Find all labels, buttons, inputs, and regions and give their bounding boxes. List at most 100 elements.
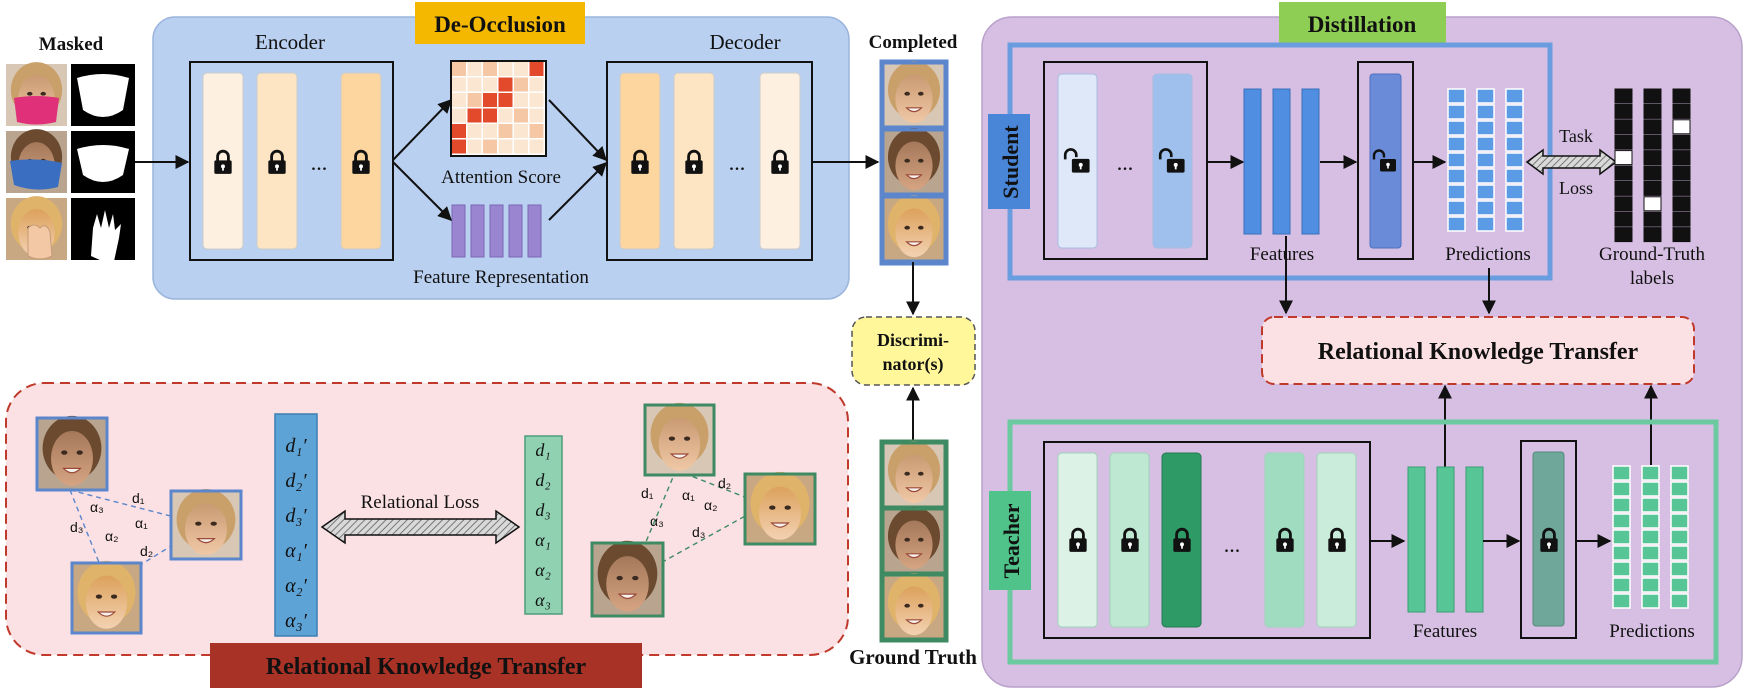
discriminator-box xyxy=(851,316,976,386)
attention-cell xyxy=(452,77,466,92)
tri-right-d3: d₃ xyxy=(692,524,706,540)
label-cell xyxy=(1672,196,1691,212)
teacher-feature-bar xyxy=(1407,466,1426,613)
attention-cell xyxy=(498,93,513,107)
prediction-cell xyxy=(1447,152,1466,168)
prediction-cell xyxy=(1476,216,1495,232)
encoder-box xyxy=(189,61,394,261)
teacher-relation-vector xyxy=(524,435,563,615)
prediction-cell xyxy=(1670,513,1689,529)
attention-cell xyxy=(467,77,482,92)
completed-faces xyxy=(879,59,949,266)
face-thumbnail xyxy=(881,195,947,263)
prediction-cell xyxy=(1612,561,1631,577)
attention-cell xyxy=(483,139,497,154)
prediction-cell xyxy=(1505,104,1524,120)
feature-bar xyxy=(489,204,504,258)
face-thumbnail xyxy=(881,128,947,196)
attention-cell xyxy=(452,108,466,123)
label-cell xyxy=(1643,165,1662,181)
completed-label: Completed xyxy=(869,32,958,53)
label-cell xyxy=(1614,88,1633,104)
label-cell xyxy=(1614,134,1633,150)
tri-right-d2: d₂ xyxy=(718,475,731,491)
student-features-label: Features xyxy=(1250,244,1314,265)
prediction-cell xyxy=(1612,513,1631,529)
arrow-icon xyxy=(392,161,452,221)
prediction-cell xyxy=(1476,104,1495,120)
prediction-cell xyxy=(1447,216,1466,232)
attention-cell xyxy=(514,62,528,76)
prediction-cell xyxy=(1505,120,1524,136)
face-thumbnail xyxy=(6,62,67,126)
feature-representation-label: Feature Representation xyxy=(413,267,589,288)
student-backbone-box xyxy=(1043,61,1208,260)
feature-bar xyxy=(470,204,485,258)
ground-truth-faces xyxy=(879,439,949,643)
prediction-cell xyxy=(1612,481,1631,497)
face-thumbnail xyxy=(643,402,716,477)
masked-faces xyxy=(6,62,135,266)
student-relation-vector xyxy=(274,413,318,637)
prediction-cell xyxy=(1670,593,1689,609)
teacher-tag xyxy=(989,491,1031,590)
attention-cell xyxy=(467,108,482,123)
student-predictions-grid xyxy=(1447,88,1524,232)
prediction-cell xyxy=(1476,200,1495,216)
prediction-cell xyxy=(1670,529,1689,545)
ground-truth-label: Ground Truth xyxy=(849,645,977,669)
attention-cell xyxy=(452,124,466,138)
attention-cell xyxy=(467,93,482,107)
attention-cell xyxy=(452,93,466,107)
vector-entry: d₁ xyxy=(535,440,550,460)
attention-cell xyxy=(514,93,528,107)
attention-cell xyxy=(498,108,513,123)
task-label: Task xyxy=(1559,126,1593,146)
feature-bar xyxy=(527,204,542,258)
vector-entry: d₂′ xyxy=(285,470,307,492)
attention-cell xyxy=(452,139,466,154)
prediction-cell xyxy=(1447,136,1466,152)
attention-cell xyxy=(467,139,482,154)
prediction-cell xyxy=(1670,497,1689,513)
prediction-cell xyxy=(1670,545,1689,561)
label-cell xyxy=(1614,227,1633,243)
loss-label: Loss xyxy=(1559,178,1593,198)
vector-entry: α₁′ xyxy=(285,540,307,562)
prediction-cell xyxy=(1641,529,1660,545)
prediction-cell xyxy=(1505,200,1524,216)
label-cell xyxy=(1672,211,1691,227)
vector-entry: α₁ xyxy=(535,530,551,550)
teacher-head-box xyxy=(1520,440,1577,639)
attention-cell xyxy=(529,93,544,107)
prediction-cell xyxy=(1447,200,1466,216)
attention-cell xyxy=(529,108,544,123)
rkt-right-label: Relational Knowledge Transfer xyxy=(1318,339,1639,365)
deocclusion-title: De-Occlusion xyxy=(434,12,566,37)
prediction-cell xyxy=(1476,168,1495,184)
prediction-cell xyxy=(1505,152,1524,168)
label-cell xyxy=(1672,88,1691,104)
tri-left-a1: α₁ xyxy=(135,515,148,531)
prediction-cell xyxy=(1612,593,1631,609)
student-label: Student xyxy=(998,125,1023,199)
distillation-title-tag xyxy=(1279,2,1446,44)
tri-left-d3: d₃ xyxy=(70,519,84,535)
prediction-cell xyxy=(1447,104,1466,120)
attention-cell xyxy=(498,139,513,154)
deocclusion-title-tag xyxy=(415,2,585,44)
student-predictions-label: Predictions xyxy=(1445,244,1531,265)
label-cell xyxy=(1643,196,1662,212)
face-thumbnail xyxy=(70,560,143,635)
label-cell xyxy=(1643,150,1662,166)
attention-cell xyxy=(483,77,497,92)
label-cell xyxy=(1672,119,1691,135)
prediction-cell xyxy=(1505,88,1524,104)
prediction-cell xyxy=(1505,136,1524,152)
encoder-label: Encoder xyxy=(255,30,325,54)
teacher-ellipsis: ... xyxy=(1224,532,1241,557)
prediction-cell xyxy=(1641,465,1660,481)
student-relation-faces xyxy=(35,415,243,635)
